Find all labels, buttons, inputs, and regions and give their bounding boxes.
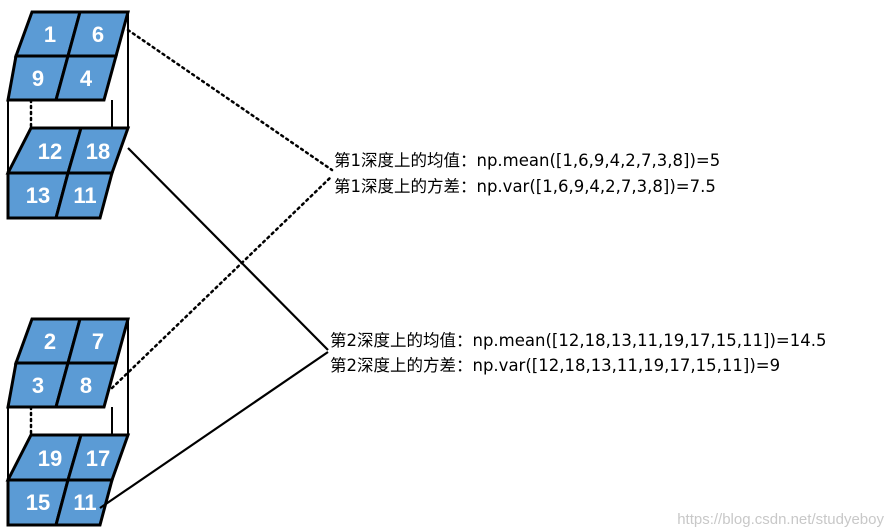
block-1-back-layer: 12 18 13 11 bbox=[5, 126, 131, 220]
cell bbox=[54, 171, 114, 220]
cell-value: 13 bbox=[26, 183, 50, 208]
connectors bbox=[99, 28, 334, 509]
cell-value: 4 bbox=[80, 66, 93, 91]
cell-value: 11 bbox=[73, 490, 96, 515]
depth-2-connector-top bbox=[127, 147, 329, 351]
depth-1-connector-top bbox=[126, 28, 334, 172]
cell-value: 12 bbox=[38, 139, 62, 164]
cell-value: 9 bbox=[32, 66, 44, 91]
tensor-block-1: 12 18 13 11 1 6 9 4 bbox=[5, 10, 131, 220]
cell-value: 7 bbox=[92, 329, 104, 354]
depth-2-connector-bottom bbox=[99, 351, 329, 509]
depth-2-variance-label: 第2深度上的方差：np.var([12,18,13,11,19,17,15,11… bbox=[330, 356, 780, 375]
watermark: https://blog.csdn.net/studyeboy bbox=[677, 511, 884, 528]
cell-value: 18 bbox=[86, 139, 110, 164]
block-2-front-layer: 2 7 3 8 bbox=[6, 317, 130, 409]
depth-2-mean-label: 第2深度上的均值：np.mean([12,18,13,11,19,17,15,1… bbox=[330, 331, 826, 350]
cell bbox=[54, 361, 118, 409]
block-2-edges bbox=[7, 319, 130, 525]
cell-value: 11 bbox=[73, 183, 96, 208]
depth-1-connector-bottom bbox=[110, 174, 334, 390]
cell-value: 1 bbox=[44, 22, 56, 47]
tensor-block-2: 19 17 15 11 2 7 3 8 bbox=[5, 317, 131, 527]
annotations: 第1深度上的均值：np.mean([1,6,9,4,2,7,3,8])=5 第1… bbox=[330, 151, 826, 375]
cell-value: 2 bbox=[44, 329, 56, 354]
depth-1-mean-label: 第1深度上的均值：np.mean([1,6,9,4,2,7,3,8])=5 bbox=[334, 151, 720, 170]
cell-value: 3 bbox=[32, 373, 44, 398]
block-2-back-layer: 19 17 15 11 bbox=[5, 433, 131, 527]
cell bbox=[54, 54, 118, 102]
cell bbox=[54, 478, 114, 527]
cell-value: 19 bbox=[38, 446, 62, 471]
cell-value: 6 bbox=[92, 22, 104, 47]
depth-1-variance-label: 第1深度上的方差：np.var([1,6,9,4,2,7,3,8])=7.5 bbox=[334, 177, 716, 196]
cell-value: 15 bbox=[26, 490, 50, 515]
block-1-front-layer: 1 6 9 4 bbox=[6, 10, 130, 102]
cell-value: 8 bbox=[80, 373, 92, 398]
cell-value: 17 bbox=[86, 446, 110, 471]
